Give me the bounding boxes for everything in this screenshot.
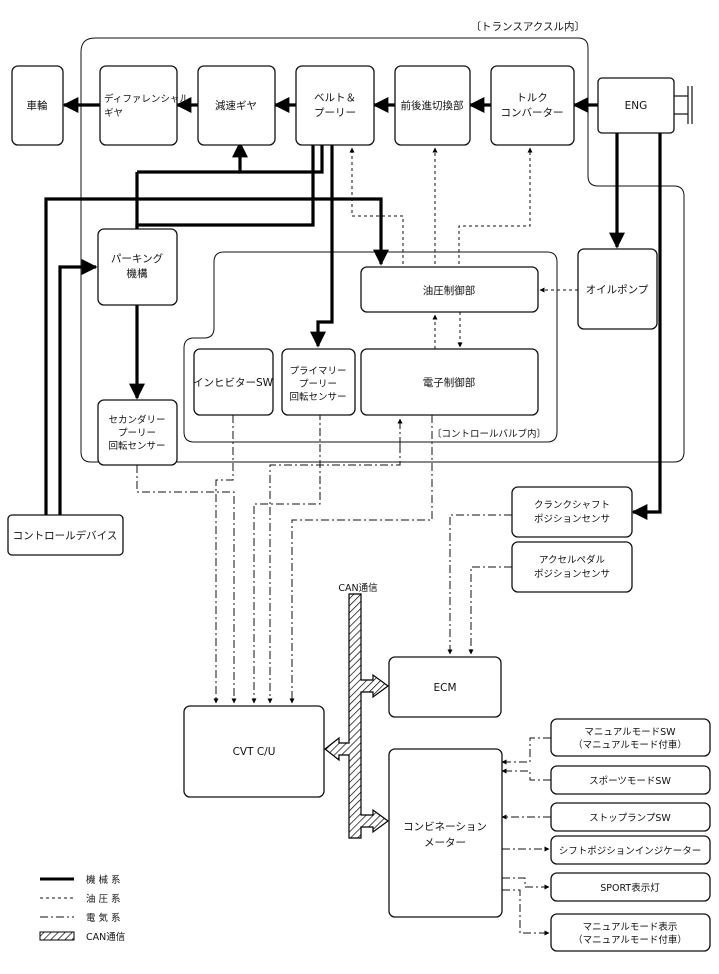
parking-box — [97, 228, 178, 306]
differential-label-line1: ディファレンシャル — [104, 93, 189, 105]
accel-sensor-box — [511, 541, 633, 593]
engine-label: ENG — [625, 100, 648, 112]
manual-mode-display-box — [550, 913, 711, 952]
differential-label-line2: ギヤ — [104, 108, 123, 119]
oil-pump-box — [577, 248, 658, 330]
transaxle-group-label: 〔トランスアクスル内〕 — [471, 20, 585, 33]
control-device-box — [7, 514, 124, 556]
combination-meter-label-line2: メーター — [424, 837, 466, 849]
can-bus-label: CAN通信 — [338, 582, 377, 594]
fwd-rev-switch-label: 前後進切換部 — [401, 99, 464, 112]
torque-converter-label-line2: コンバーター — [501, 107, 564, 119]
manual-mode-display-label-line2: （マニュアルモード付車） — [573, 934, 687, 946]
combination-meter-label-line1: コンビネーション — [403, 821, 487, 833]
cvt-cu-box — [183, 705, 325, 798]
control-device-label: コントロールデバイス — [13, 529, 118, 542]
shift-indicator-label: シフトポジションインジケーター — [559, 846, 702, 857]
fwd-rev-switch-box — [394, 65, 471, 146]
stop-lamp-sw-box — [550, 802, 711, 832]
reduction-gear-label: 減速ギヤ — [215, 99, 257, 112]
torque-converter-box — [490, 65, 575, 146]
engine-box — [597, 77, 675, 134]
combination-meter-box — [388, 748, 503, 918]
parking-label-line1: パーキング — [111, 252, 164, 265]
hydraulic-control-label: 油圧制御部 — [423, 284, 476, 297]
sport-lamp-box — [550, 872, 711, 902]
stop-lamp-sw-label: ストップランプSW — [589, 813, 671, 824]
belt-pulley-label-line2: プーリー — [314, 107, 356, 119]
legend-can-label: CAN通信 — [86, 931, 125, 943]
legend-electrical-label: 電 気 系 — [86, 912, 121, 924]
manual-mode-sw-box — [550, 718, 711, 757]
legend-hydraulic-label: 油 圧 系 — [86, 893, 121, 905]
transaxle-group-outline — [80, 37, 685, 463]
accel-sensor-label-line2: ポジションセンサ — [534, 569, 610, 580]
legend-mechanical-label: 機 械 系 — [86, 874, 121, 886]
electronic-control-box — [360, 348, 539, 416]
wheel-label: 車輪 — [27, 99, 48, 112]
torque-converter-label-line1: トルク — [516, 92, 548, 104]
manual-mode-sw-label-line1: マニュアルモードSW — [584, 727, 676, 738]
secondary-sensor-label-line1: セカンダリー — [108, 414, 165, 426]
manual-mode-display-label-line1: マニュアルモード表示 — [583, 921, 678, 933]
sport-lamp-label: SPORT表示灯 — [600, 882, 660, 894]
oil-pump-label: オイルポンプ — [586, 284, 649, 296]
belt-pulley-box — [295, 65, 375, 146]
mechanical-lines — [44, 97, 662, 520]
belt-pulley-label-line1: ベルト＆ — [314, 92, 356, 104]
ecm-label: ECM — [433, 682, 456, 694]
hydraulic-control-box — [360, 266, 539, 313]
sport-mode-sw-box — [550, 765, 711, 795]
legend: 機 械 系 油 圧 系 電 気 系 CAN通信 — [39, 874, 125, 943]
control-valve-group-outline — [183, 251, 558, 443]
primary-sensor-label-line3: 回転センサー — [289, 392, 346, 403]
electronic-control-label: 電子制御部 — [423, 376, 476, 389]
primary-sensor-box — [281, 348, 356, 416]
wheel-box — [11, 65, 64, 146]
parking-label-line2: 機構 — [127, 267, 148, 280]
shift-indicator-box — [550, 835, 711, 865]
inhibitor-sw-label: インヒビターSW — [193, 377, 274, 389]
primary-sensor-label-line1: プライマリー — [289, 366, 346, 377]
ecm-box — [388, 656, 502, 718]
secondary-sensor-box — [97, 399, 178, 466]
primary-sensor-label-line2: プーリー — [299, 379, 337, 390]
crank-sensor-box — [511, 486, 633, 538]
crank-sensor-label-line2: ポジションセンサ — [534, 514, 610, 525]
reduction-gear-box — [197, 65, 276, 146]
node-boxes — [7, 65, 711, 952]
electrical-lines — [136, 412, 551, 936]
differential-box — [99, 65, 178, 146]
can-bus: CAN通信 — [324, 582, 390, 839]
legend-can-swatch — [39, 931, 75, 941]
secondary-sensor-label-line2: プーリー — [118, 428, 156, 439]
hydraulic-lines — [349, 147, 578, 349]
manual-mode-sw-label-line2: （マニュアルモード付車） — [573, 739, 687, 751]
crank-sensor-label-line1: クランクシャフト — [534, 500, 610, 511]
accel-sensor-label-line1: アクセルペダル — [539, 554, 606, 566]
cvt-cu-label: CVT C/U — [233, 746, 276, 758]
control-valve-group-label: 〔コントロールバルブ内〕 — [432, 428, 546, 440]
engine-output-shaft — [674, 86, 693, 124]
inhibitor-sw-box — [193, 348, 274, 416]
sport-mode-sw-label: スポーツモードSW — [589, 776, 671, 787]
node-labels: 車輪 ディファレンシャル ギヤ 減速ギヤ ベルト＆ プーリー 前後進切換部 トル… — [13, 92, 702, 946]
secondary-sensor-label-line3: 回転センサー — [108, 441, 165, 452]
